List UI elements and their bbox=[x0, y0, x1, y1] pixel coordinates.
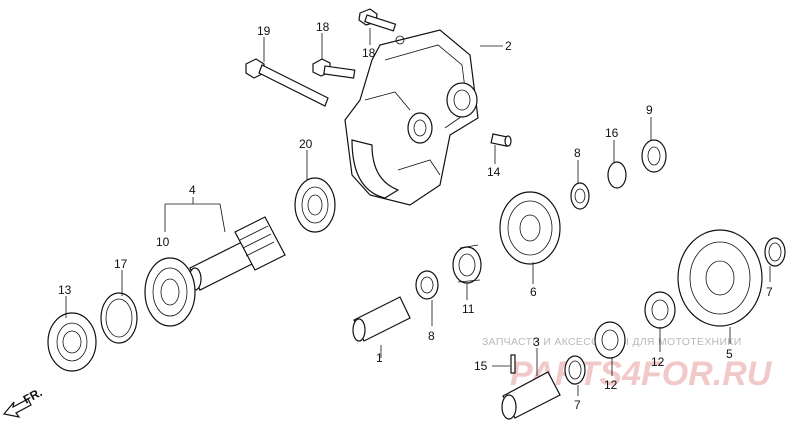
label-part-18a: 18 bbox=[362, 46, 376, 60]
label-part-1: 1 bbox=[376, 351, 383, 365]
gear-part-6 bbox=[499, 191, 561, 265]
label-part-16: 16 bbox=[605, 126, 619, 140]
gear-part-5 bbox=[677, 229, 763, 327]
bolt-part-18b bbox=[312, 58, 356, 79]
bolt-part-18a bbox=[358, 8, 397, 32]
bearing-part-9 bbox=[641, 139, 667, 173]
label-part-2: 2 bbox=[505, 39, 512, 53]
seal-part-13 bbox=[47, 312, 97, 372]
washer-part-8a bbox=[415, 270, 439, 300]
label-part-11: 11 bbox=[462, 302, 475, 316]
label-part-18b: 18 bbox=[316, 20, 330, 34]
bearing-part-20 bbox=[294, 177, 336, 233]
sleeve-part-1 bbox=[352, 296, 411, 342]
label-part-7b: 7 bbox=[574, 398, 581, 412]
label-part-12b: 12 bbox=[604, 378, 618, 392]
leader-lines bbox=[65, 28, 771, 396]
pin-part-14 bbox=[490, 133, 512, 147]
needle-bearing-part-11 bbox=[452, 244, 482, 284]
arrow-icon bbox=[2, 398, 32, 418]
label-part-19: 19 bbox=[257, 24, 271, 38]
label-part-17: 17 bbox=[114, 257, 128, 271]
front-direction-indicator: FR. bbox=[2, 385, 44, 418]
circlip-part-17 bbox=[100, 292, 138, 344]
label-part-8b: 8 bbox=[574, 146, 581, 160]
washer-part-8b bbox=[570, 182, 590, 210]
label-part-3: 3 bbox=[533, 335, 540, 349]
needle-bearing-part-12b bbox=[594, 321, 626, 359]
label-part-8a: 8 bbox=[428, 329, 435, 343]
label-part-6: 6 bbox=[530, 285, 537, 299]
washer-part-7a bbox=[764, 237, 786, 267]
housing-part-2 bbox=[344, 29, 479, 206]
shaft-part-3 bbox=[501, 371, 561, 420]
label-part-10: 10 bbox=[156, 235, 170, 249]
label-part-13: 13 bbox=[58, 283, 72, 297]
label-part-7a: 7 bbox=[766, 285, 773, 299]
label-part-15: 15 bbox=[474, 359, 488, 373]
label-part-5: 5 bbox=[726, 347, 733, 361]
label-part-9: 9 bbox=[646, 103, 653, 117]
pin-part-15 bbox=[510, 354, 516, 374]
part-labels: 2 18 18 19 14 20 4 10 17 13 1 8 11 6 8 1… bbox=[58, 20, 773, 412]
circlip-part-16 bbox=[607, 161, 627, 189]
shaft-part-4 bbox=[144, 216, 286, 327]
bolt-part-19 bbox=[245, 58, 329, 107]
label-part-14: 14 bbox=[487, 165, 501, 179]
label-part-4: 4 bbox=[189, 183, 196, 197]
washer-part-7b bbox=[564, 355, 586, 385]
label-part-20: 20 bbox=[299, 137, 313, 151]
label-part-12a: 12 bbox=[651, 355, 665, 369]
needle-bearing-part-12a bbox=[644, 291, 676, 329]
